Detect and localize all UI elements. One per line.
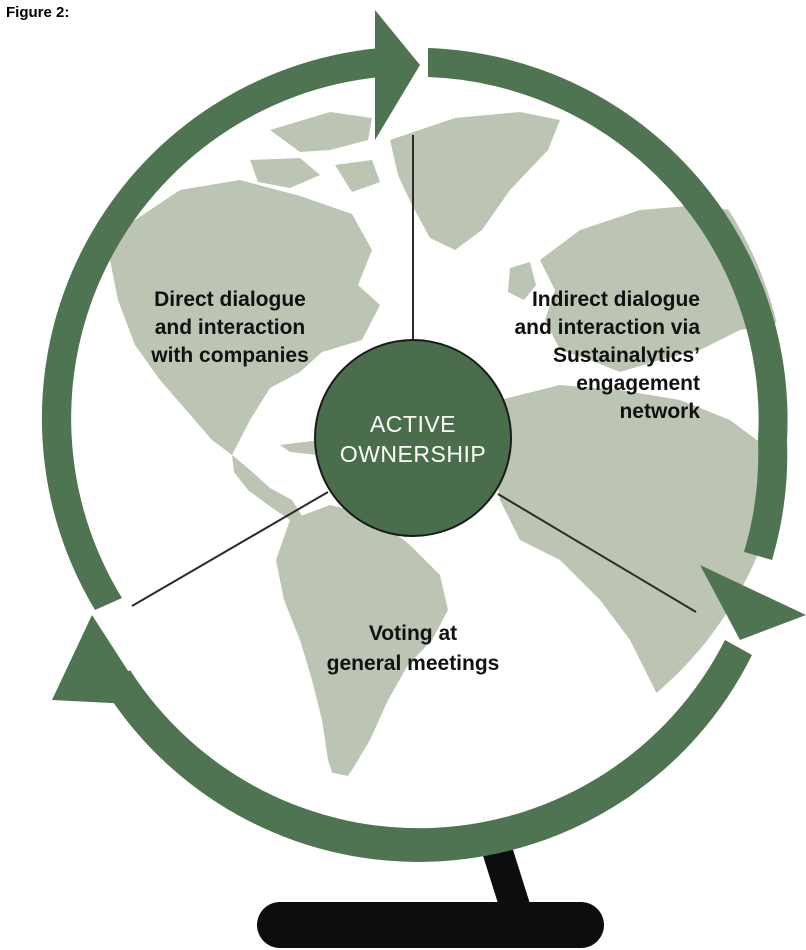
landmass-british-isles [508,262,536,300]
indirect-line-5: network [619,400,700,423]
direct-line-3: with companies [150,344,309,367]
arrow-arc-right-tail [744,440,788,560]
direct-line-1: Direct dialogue [154,288,306,311]
segment-direct: Direct dialogue and interaction with com… [150,288,309,367]
arrow-arc-bottom [105,640,752,862]
arrow-head-left [52,615,150,705]
indirect-line-1: Indirect dialogue [532,288,700,311]
arrow-arc-left [41,48,380,610]
segment-indirect: Indirect dialogue and interaction via Su… [514,288,700,423]
center-circle [314,339,512,537]
segment-voting: Voting at general meetings [327,622,500,675]
landmass-north-america [110,180,380,455]
voting-line-2: general meetings [327,652,500,675]
divider-lines [131,135,697,613]
arrow-head-right [700,565,806,640]
divider-left [131,491,329,607]
indirect-line-3: Sustainalytics’ [553,344,700,367]
indirect-line-4: engagement [576,372,700,395]
cycle-arrows [41,10,806,862]
indirect-line-2: and interaction via [514,316,700,339]
stand-base [257,902,604,948]
center-label-line1: ACTIVE [370,411,456,437]
voting-line-1: Voting at [369,622,457,645]
landmass-africa [492,385,787,740]
landmass-arctic-islands [250,112,380,192]
arrow-head-top [375,10,420,140]
arrow-arc-right [428,48,788,440]
figure-label: Figure 2: [6,4,70,21]
landmass-south-america [276,505,448,782]
direct-line-2: and interaction [155,316,306,339]
divider-right [497,493,697,613]
landmass-central-america [232,455,302,520]
center-label-line2: OWNERSHIP [340,441,486,467]
landmass-greenland [390,112,560,250]
